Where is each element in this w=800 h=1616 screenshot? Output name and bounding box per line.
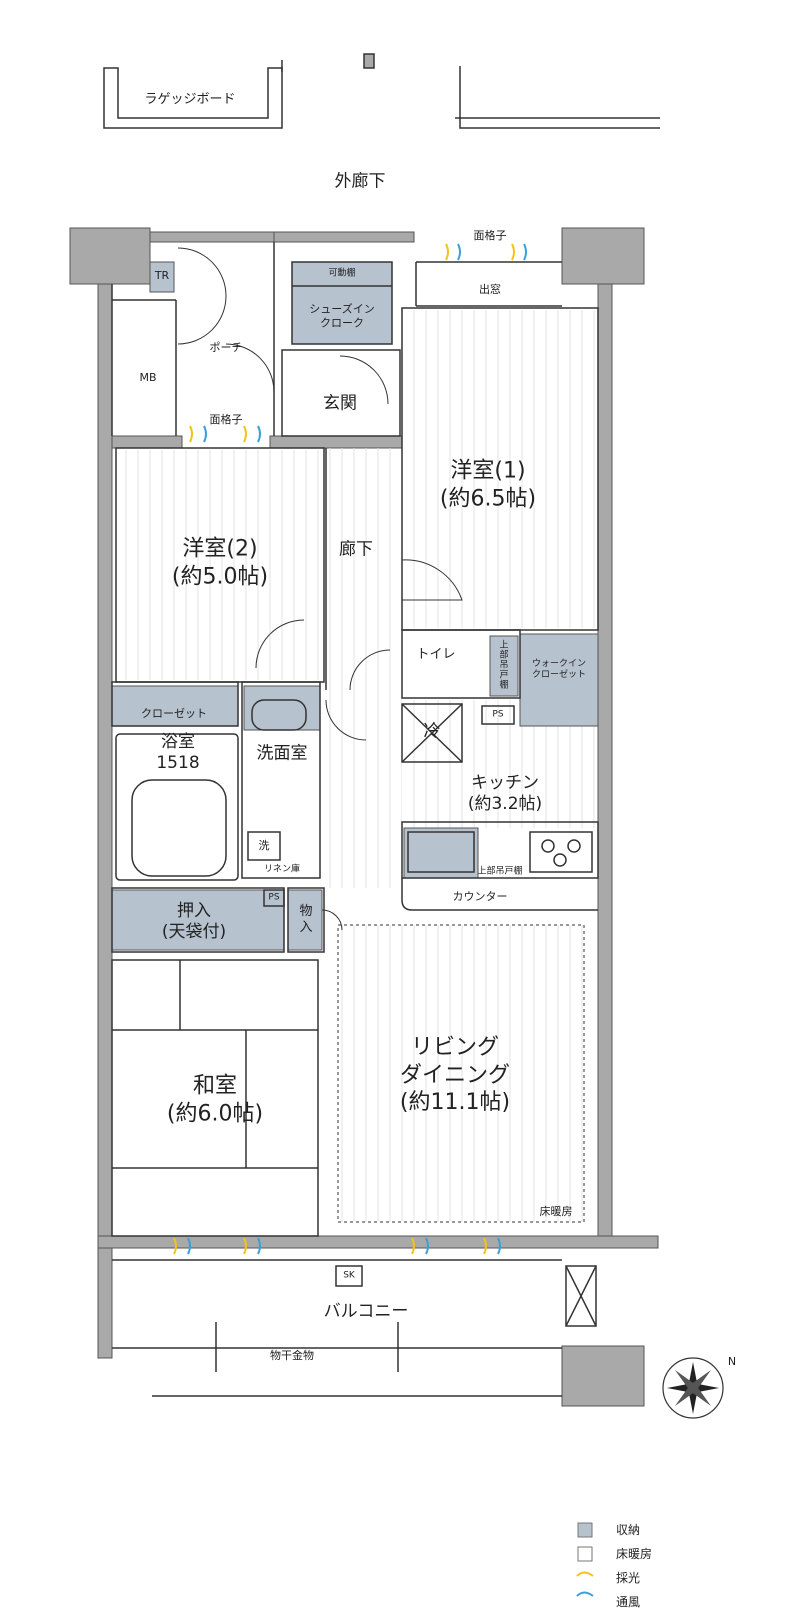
luggage-board: [103, 53, 660, 129]
tr-label: TR: [154, 269, 170, 283]
counter-label: カウンター: [452, 890, 508, 904]
door-arcs: [177, 247, 463, 931]
legend-item-light: 採光: [616, 1571, 641, 1585]
face-lattice-mid-label: 面格子: [209, 413, 243, 427]
window-marks: [173, 243, 527, 1255]
compass-icon: [662, 1357, 724, 1419]
refrigerator-label: 冷: [423, 721, 441, 742]
western-room-2-label: 洋室(2) (約5.0帖): [171, 536, 269, 590]
outer-corridor-label: 外廊下: [334, 171, 386, 192]
hallway-label: 廊下: [339, 539, 373, 560]
floor-heating-label: 床暖房: [539, 1205, 573, 1219]
room-floor-w2: [118, 450, 322, 680]
entrance-label: 玄関: [323, 393, 357, 414]
outer-walls: [69, 227, 659, 1407]
luggage-board-label: ラゲッジボード: [144, 91, 236, 107]
interior-walls: [111, 242, 599, 1397]
ps-kitchen-label: PS: [492, 709, 504, 720]
japanese-room-label: 和室 (約6.0帖): [166, 1073, 264, 1127]
laundry-hardware-label: 物干金物: [270, 1349, 314, 1363]
hall-floor: [326, 448, 402, 888]
storage-label: 物 入: [299, 903, 313, 935]
legend-item-floor-heating: 床暖房: [616, 1547, 653, 1561]
bathroom-label: 浴室 1518: [156, 731, 200, 773]
north-label: N: [727, 1355, 737, 1369]
ps-storage-label: PS: [268, 892, 280, 903]
oshiire-label: 押入 (天袋付): [161, 900, 227, 942]
room-floor-w1: [404, 310, 596, 628]
porch-label: ポーチ: [209, 341, 243, 355]
legend-item-storage: 収納: [616, 1523, 641, 1537]
living-dining-label: リビング ダイニング (約11.1帖): [399, 1034, 511, 1115]
washer-label: 洗: [258, 839, 270, 853]
face-lattice-top-label: 面格子: [473, 229, 507, 243]
toilet-label: トイレ: [416, 646, 456, 662]
legend-swatches: [576, 1522, 594, 1597]
mb-label: MB: [139, 371, 157, 385]
movable-shelf-label: 可動棚: [328, 268, 356, 279]
western-room-1-label: 洋室(1) (約6.5帖): [439, 458, 537, 512]
legend: 収納 床暖房 採光 通風: [578, 1520, 728, 1616]
sk-label: SK: [343, 1270, 355, 1281]
closet-label: クローゼット: [141, 707, 207, 721]
legend-item-ventilation: 通風: [616, 1595, 641, 1609]
living-floor: [338, 925, 584, 1222]
linen-storage-label: リネン庫: [263, 864, 301, 875]
upper-cabinet-toilet-label: 上部吊戸棚: [499, 640, 509, 690]
washroom-label: 洗面室: [256, 743, 308, 764]
kitchen-label: キッチン (約3.2帖): [467, 772, 543, 814]
balcony-label: バルコニー: [323, 1301, 409, 1322]
walk-in-closet-label: ウォークイン クローゼット: [531, 658, 587, 680]
shoes-in-closet-label: シューズイン クローク: [309, 302, 375, 329]
upper-cabinet-kitchen-label: 上部吊戸棚: [477, 866, 523, 877]
bay-window-label: 出窓: [479, 283, 501, 297]
